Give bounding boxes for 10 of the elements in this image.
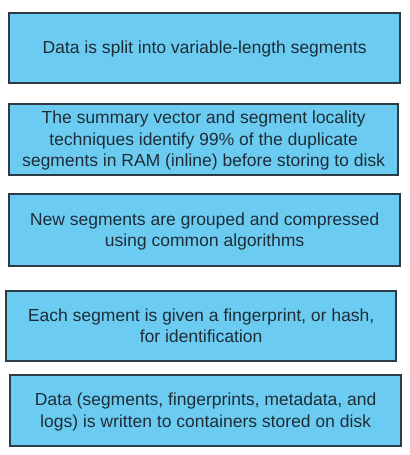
step-text: New segments are grouped and compressed using common algorithms	[28, 208, 380, 252]
process-box	[8, 12, 401, 84]
process-box	[5, 290, 397, 362]
process-box	[8, 103, 399, 176]
step-text: The summary vector and segment locality techniques identify 99% of the duplicate segments in RAM (inline) before storing to disk	[21, 107, 386, 172]
process-box	[8, 193, 401, 267]
step-text: Each segment is given a fingerprint, or hash, for identification	[26, 304, 376, 348]
process-box	[9, 374, 402, 447]
step-text: Data is split into variable-length segments	[42, 37, 368, 59]
step-text: Data (segments, fingerprints, metadata, and logs) is written to containers stored on disk	[34, 389, 378, 432]
